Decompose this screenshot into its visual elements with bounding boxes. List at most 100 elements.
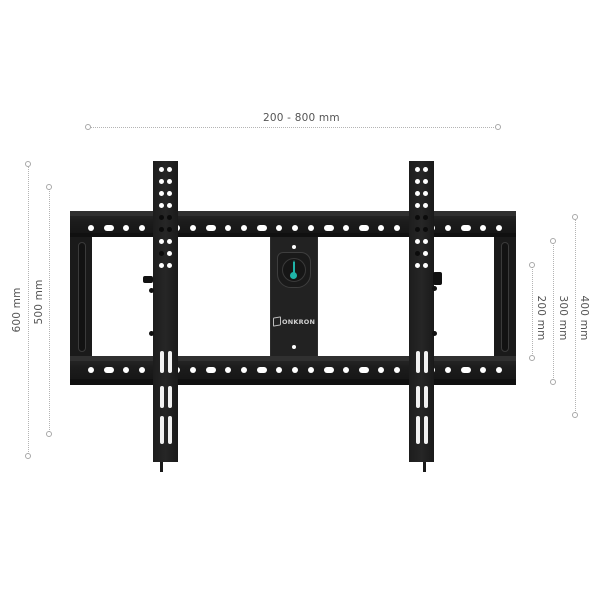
bracket-slot — [160, 416, 164, 444]
bracket-pin — [160, 462, 163, 472]
rail-hole — [88, 367, 94, 373]
plate-hole — [292, 345, 296, 349]
dimension-label-600: 600 mm — [11, 287, 23, 333]
rail-hole — [308, 225, 314, 231]
bracket-slot — [160, 351, 164, 373]
bracket-hole — [415, 203, 420, 208]
rail-hole — [139, 225, 145, 231]
rail-hole — [378, 225, 384, 231]
level-needle — [293, 262, 295, 274]
brand-name: ONKRON — [282, 317, 316, 326]
bracket-hole — [159, 167, 164, 172]
rail-hole — [123, 225, 129, 231]
dimension-line — [553, 242, 554, 380]
tilt-knob[interactable] — [143, 276, 153, 283]
dimension-label-200: 200 mm — [535, 295, 547, 341]
rail-hole — [190, 225, 196, 231]
level-housing — [277, 252, 311, 288]
bracket-hole — [167, 239, 172, 244]
rail-hole — [104, 225, 114, 231]
rail-hole — [308, 367, 314, 373]
dimension-endpoint — [46, 184, 52, 190]
dimension-endpoint — [25, 161, 31, 167]
bracket-slot — [168, 416, 172, 444]
rail-lip — [70, 379, 516, 385]
rail-lip — [70, 211, 516, 216]
bracket-hole — [159, 191, 164, 196]
rail-hole — [206, 225, 216, 231]
plate-hole — [292, 245, 296, 249]
dimension-endpoint — [25, 453, 31, 459]
dimension-label-500: 500 mm — [33, 279, 45, 325]
brand-logo: ONKRON — [273, 316, 316, 327]
rail-hole — [343, 367, 349, 373]
rail-lip — [70, 356, 516, 361]
bracket-hole — [423, 167, 428, 172]
rail-hole — [241, 225, 247, 231]
rail-hole — [276, 225, 282, 231]
bracket-slot — [160, 386, 164, 408]
bracket-hole — [423, 251, 428, 256]
bracket-slot — [424, 416, 428, 444]
upright-slot — [501, 242, 509, 352]
bracket-slot — [416, 386, 420, 408]
bracket-hole — [167, 215, 172, 220]
level-needle-tip — [293, 260, 295, 263]
center-plate: ONKRON — [270, 237, 318, 356]
bracket-hole — [159, 263, 164, 268]
rail-hole — [139, 367, 145, 373]
bracket-hole — [167, 203, 172, 208]
onkron-logo-icon — [273, 316, 281, 327]
rail-hole — [257, 367, 267, 373]
rail-hole — [225, 367, 231, 373]
dimension-label-300: 300 mm — [557, 295, 569, 341]
rail-hole — [359, 367, 369, 373]
tilt-knob[interactable] — [433, 272, 442, 285]
dimension-endpoint — [550, 238, 556, 244]
spirit-level-icon — [282, 258, 306, 282]
rail-hole — [461, 225, 471, 231]
bracket-hole — [423, 215, 428, 220]
rail-hole — [394, 367, 400, 373]
right-vertical-bracket — [409, 161, 434, 462]
bracket-hole — [415, 263, 420, 268]
bracket-hole — [167, 227, 172, 232]
bracket-hole — [415, 251, 420, 256]
bolt — [149, 331, 154, 336]
dimension-line — [49, 188, 50, 432]
rail-hole — [104, 367, 114, 373]
upright-slot — [78, 242, 86, 352]
dimension-endpoint — [572, 214, 578, 220]
bracket-slot — [416, 351, 420, 373]
bracket-hole — [423, 179, 428, 184]
bracket-hole — [167, 263, 172, 268]
bracket-hole — [167, 179, 172, 184]
dimension-endpoint — [529, 355, 535, 361]
bracket-slot — [416, 416, 420, 444]
rail-hole — [445, 225, 451, 231]
rail-hole — [461, 367, 471, 373]
bracket-slot — [168, 386, 172, 408]
rail-hole — [480, 225, 486, 231]
rail-hole — [241, 367, 247, 373]
bracket-hole — [415, 191, 420, 196]
bolt — [149, 288, 154, 293]
rail-hole — [445, 367, 451, 373]
rail-hole — [225, 225, 231, 231]
dimension-line — [575, 218, 576, 413]
rail-hole — [292, 367, 298, 373]
bracket-hole — [159, 215, 164, 220]
dimension-endpoint — [550, 379, 556, 385]
dimension-line — [532, 266, 533, 356]
bolt — [432, 286, 437, 291]
bracket-hole — [415, 215, 420, 220]
dimension-endpoint — [46, 431, 52, 437]
dimension-endpoint — [572, 412, 578, 418]
bracket-hole — [167, 167, 172, 172]
bracket-hole — [159, 227, 164, 232]
left-vertical-bracket — [153, 161, 178, 462]
bracket-hole — [167, 191, 172, 196]
bracket-hole — [423, 227, 428, 232]
dimension-label-width: 200 - 800 mm — [263, 112, 340, 124]
dimension-line — [28, 165, 29, 454]
